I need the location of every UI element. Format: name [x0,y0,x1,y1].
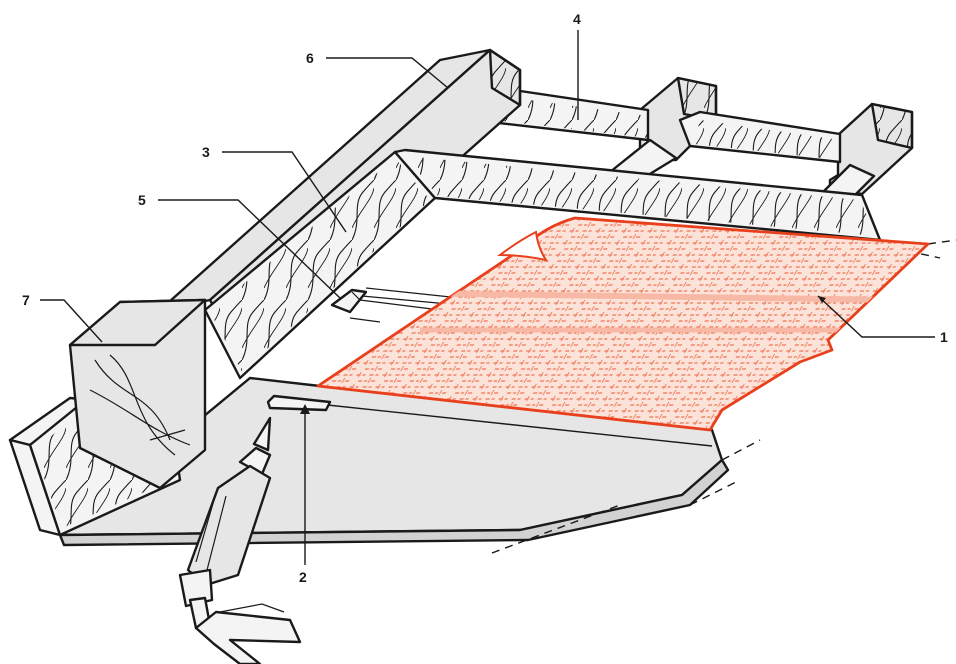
callout-5: 5 [138,192,146,208]
arrow-2 [300,404,310,414]
clip-bracket [330,288,368,314]
callout-4: 4 [573,11,581,27]
callout-6: 6 [306,50,314,66]
callout-7: 7 [22,292,30,308]
cut-line-1 [927,239,956,245]
caulking-gun-icon [178,416,302,664]
sealant-bead [266,394,332,412]
cut-line-3 [689,479,741,506]
clip-bracket-tab [351,291,441,311]
insulation-batt-bottom-edge [239,197,436,379]
arrow-1 [818,296,826,303]
support-block-top [68,298,207,347]
top-insulation-right-fill [694,120,840,160]
main-rafter-end [488,48,522,107]
leader-6 [326,57,449,89]
leader-1 [817,295,935,338]
callout-1: 1 [940,329,948,345]
membrane-fold [497,230,549,262]
rafter-right-top [870,102,914,150]
leader-5 [158,199,341,299]
support-block-scribble [89,354,191,456]
leader-3 [222,151,347,233]
callout-3: 3 [202,144,210,160]
membrane-bottom-edge [317,403,713,447]
leader-7 [40,299,103,343]
top-insulation-left-fill [494,96,648,138]
cut-line-4 [491,504,621,554]
insulation-batt-top-fill [405,156,876,236]
callout-2: 2 [299,569,307,585]
cut-line-2 [721,439,761,461]
insulation-batt-front-fill [210,158,430,372]
